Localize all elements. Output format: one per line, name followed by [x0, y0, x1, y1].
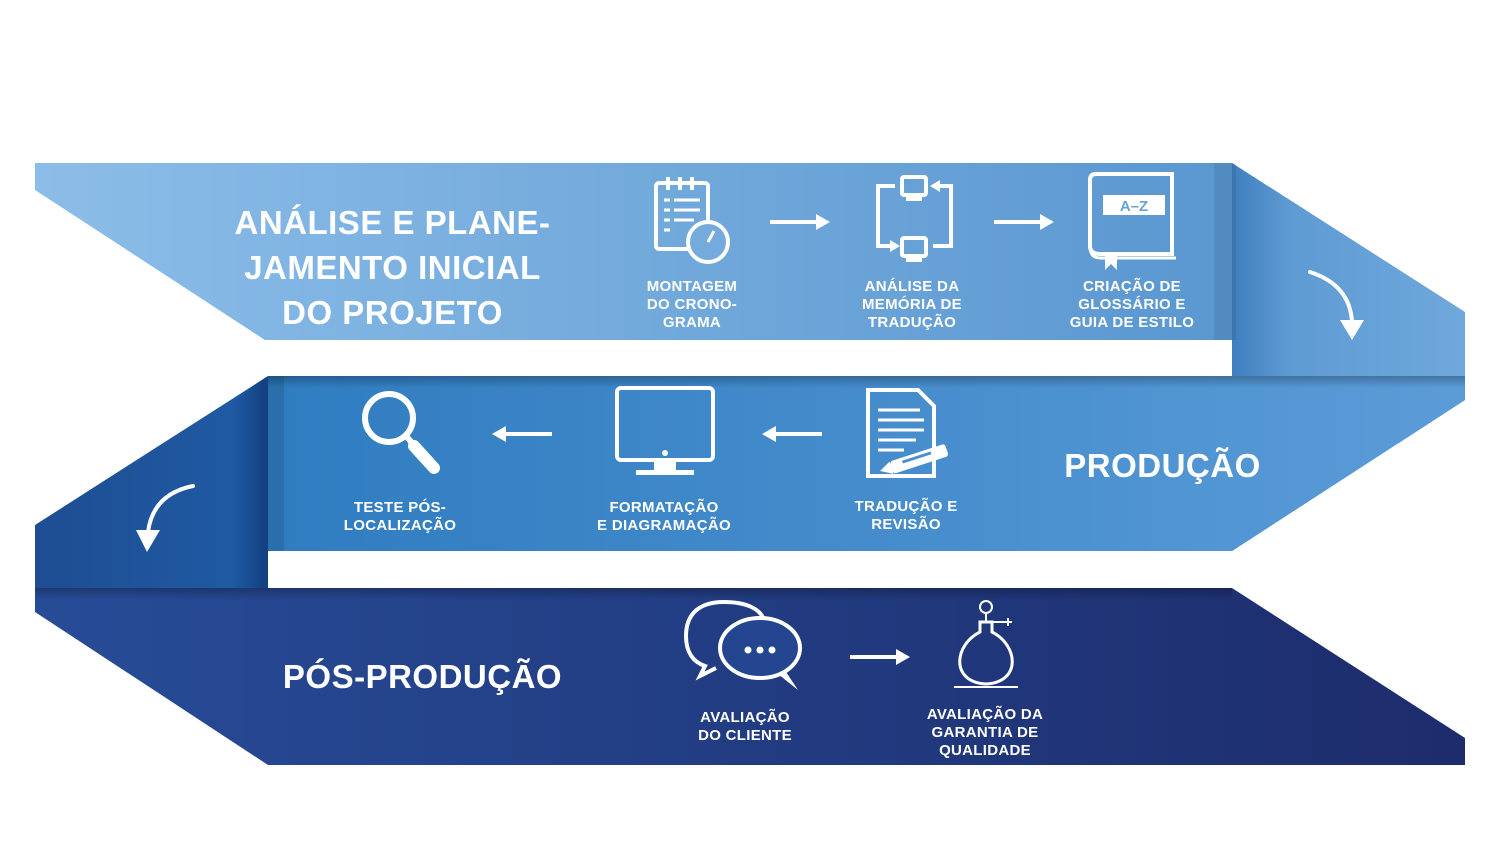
- stage-band-planning: [35, 163, 1232, 340]
- calendar-stopwatch-icon: [654, 177, 730, 264]
- document-pen-icon: [866, 388, 949, 478]
- step-label-schedule: MONTAGEM DO CRONO- GRAMA: [646, 278, 738, 331]
- arrow-left-2: [492, 426, 552, 442]
- arrowhead-left-fold: [136, 530, 160, 552]
- chat-bubbles-icon: [683, 600, 802, 690]
- step-label-client-review: AVALIAÇÃO DO CLIENTE: [698, 709, 792, 744]
- book-az-icon: A–Z: [1088, 172, 1176, 270]
- sync-arrowhead-top: [930, 180, 940, 192]
- step-label-tm-analysis: ANÁLISE DA MEMÓRIA DE TRADUÇÃO: [862, 278, 962, 331]
- book-az-text: A–Z: [1120, 198, 1148, 215]
- arrow-right-2: [994, 214, 1054, 230]
- curved-arrow-down-left-icon: [146, 484, 195, 534]
- stage-title-planning: ANÁLISE E PLANE- JAMENTO INICIAL DO PROJ…: [234, 204, 551, 331]
- arrow-right-3: [850, 649, 910, 665]
- arrow-right-1: [770, 214, 830, 230]
- computer-sync-icon: [876, 175, 953, 262]
- arrow-left-1: [762, 426, 822, 442]
- flask-icon: [954, 600, 1018, 688]
- step-label-testing: TESTE PÓS- LOCALIZAÇÃO: [343, 499, 457, 534]
- step-label-formatting: FORMATAÇÃO E DIAGRAMAÇÃO: [597, 499, 731, 534]
- stage-fold-left: [35, 376, 268, 588]
- stage-title-post-production: PÓS-PRODUÇÃO: [282, 658, 563, 695]
- step-label-qa-review: AVALIAÇÃO DA GARANTIA DE QUALIDADE: [926, 706, 1044, 759]
- step-label-translation: TRADUÇÃO E REVISÃO: [854, 498, 958, 533]
- monitor-icon: [615, 386, 715, 475]
- arrowhead-right-fold: [1340, 320, 1364, 340]
- stage-title-production: PRODUÇÃO: [1064, 447, 1261, 484]
- curved-arrow-down-right-icon: [1308, 270, 1354, 324]
- magnifier-icon: [362, 391, 440, 474]
- step-label-glossary: CRIAÇÃO DE GLOSSÁRIO E GUIA DE ESTILO: [1069, 278, 1195, 331]
- sync-arrowhead-bottom: [890, 240, 900, 252]
